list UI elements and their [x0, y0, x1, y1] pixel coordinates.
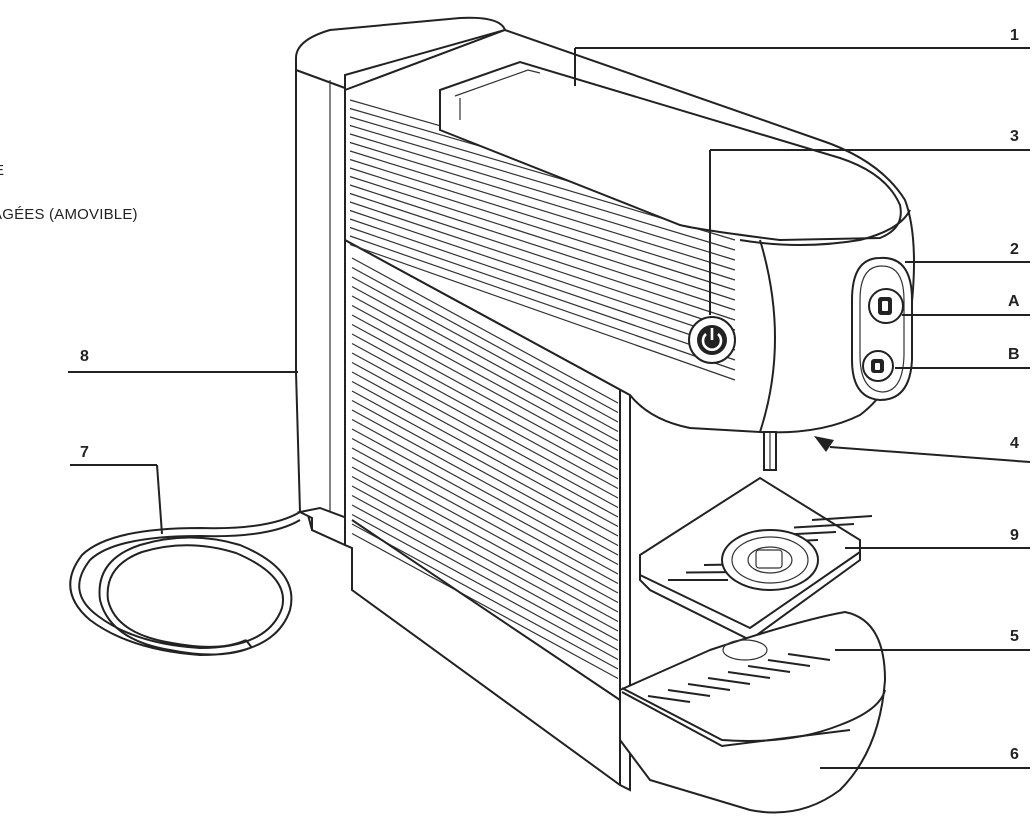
drip-grid	[647, 653, 831, 703]
callout-3: 3	[1010, 128, 1019, 145]
rib-line	[351, 456, 619, 604]
rib-line	[351, 342, 619, 490]
rib-line	[351, 314, 619, 461]
rib-line	[727, 671, 771, 679]
rib-line	[351, 399, 619, 547]
rib-line	[767, 659, 811, 667]
rib-line	[351, 257, 619, 404]
rib-line	[351, 504, 619, 651]
small-cup-button[interactable]	[862, 350, 894, 382]
power-button[interactable]	[688, 316, 736, 364]
callout-b: B	[1008, 346, 1020, 363]
callout-2: 2	[1010, 241, 1019, 258]
partial-label-removable: AGÉES (AMOVIBLE)	[0, 206, 138, 223]
rib-line	[667, 689, 711, 697]
side-ribs-lower	[351, 257, 619, 680]
rib-line	[351, 361, 619, 509]
rib-line	[349, 133, 736, 251]
rib-line	[351, 513, 619, 661]
rib-line	[349, 192, 736, 321]
power-icon	[701, 328, 723, 351]
callout-9: 9	[1010, 527, 1019, 544]
rib-line	[787, 653, 831, 661]
rib-line	[351, 532, 619, 680]
button-panel	[851, 256, 913, 402]
callout-labels: 1 3 2 A B 4 9 5 6 8 7	[80, 27, 1020, 763]
callout-1: 1	[1010, 27, 1019, 44]
callout-4: 4	[1010, 435, 1019, 452]
rib-line	[351, 494, 619, 642]
rib-line	[349, 243, 736, 381]
rib-line	[351, 447, 619, 594]
rib-line	[349, 141, 736, 261]
rib-line	[351, 409, 619, 556]
rib-line	[349, 201, 736, 331]
rib-line	[351, 475, 619, 623]
partial-label-top: E	[0, 162, 4, 179]
rib-line	[351, 380, 619, 528]
rib-line	[351, 266, 619, 414]
callout-5: 5	[1010, 628, 1019, 645]
large-cup-button[interactable]	[868, 288, 904, 324]
rib-line	[351, 352, 619, 499]
rib-line	[351, 437, 619, 585]
callout-6: 6	[1010, 746, 1019, 763]
power-cable	[69, 511, 301, 657]
rib-line	[351, 390, 619, 537]
rib-line	[349, 184, 736, 311]
machine-head	[344, 28, 915, 471]
rib-line	[351, 295, 619, 442]
rib-line	[351, 418, 619, 566]
rib-line	[351, 333, 619, 480]
water-tank	[295, 16, 507, 550]
rib-line	[351, 485, 619, 632]
rib-line	[351, 285, 619, 433]
rib-line	[351, 466, 619, 613]
rib-line	[647, 695, 691, 703]
rib-line	[351, 304, 619, 452]
rib-line	[747, 665, 791, 673]
rib-line	[349, 167, 736, 291]
rib-line	[351, 428, 619, 575]
callout-7: 7	[80, 444, 89, 461]
coffee-spout	[763, 431, 777, 471]
rib-line	[793, 523, 855, 529]
drip-tray	[619, 610, 887, 814]
rib-line	[349, 150, 736, 271]
rib-line	[351, 371, 619, 518]
callout-a: A	[1008, 293, 1020, 310]
callout-8: 8	[80, 348, 89, 365]
rib-line	[349, 158, 736, 281]
cup-support-tray	[639, 476, 873, 642]
rib-line	[351, 323, 619, 471]
rib-line	[351, 523, 619, 670]
rib-line	[349, 226, 736, 361]
main-body	[344, 238, 631, 792]
capsule-lid	[439, 60, 902, 242]
rib-line	[707, 677, 751, 685]
rib-line	[351, 276, 619, 423]
rib-line	[687, 683, 731, 691]
rib-line	[349, 218, 736, 351]
callout-leaders	[68, 47, 1031, 769]
rib-line	[349, 235, 736, 371]
rib-line	[811, 515, 873, 521]
rib-line	[349, 175, 736, 301]
rib-line	[349, 209, 736, 341]
